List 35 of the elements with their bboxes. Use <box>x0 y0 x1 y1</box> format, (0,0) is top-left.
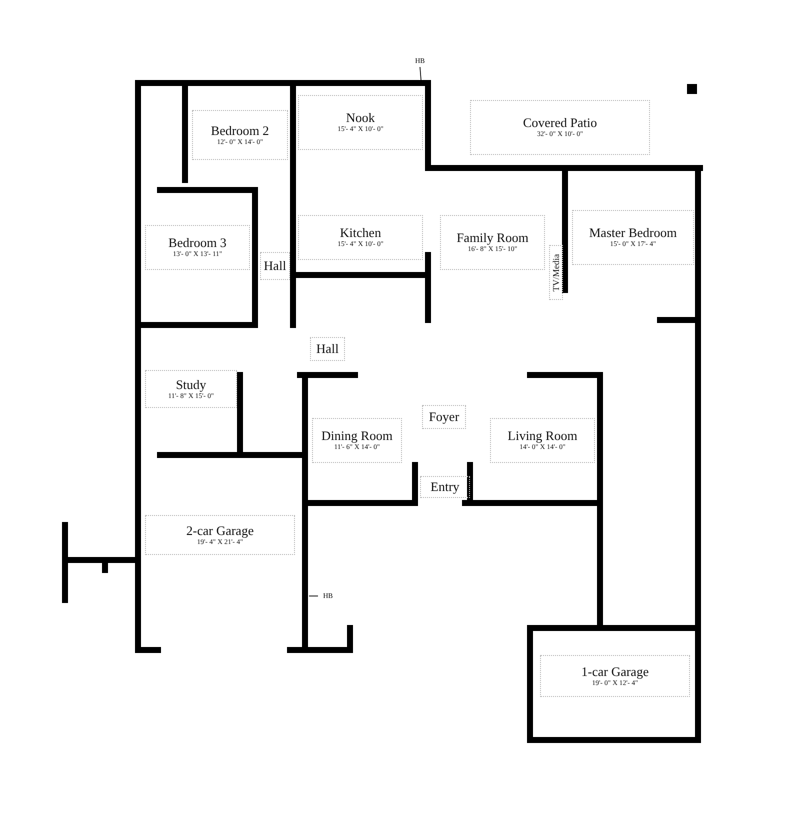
room-area <box>549 245 563 300</box>
room-name: 1-car Garage <box>581 664 649 678</box>
room-area <box>572 210 694 265</box>
room-area <box>298 215 423 260</box>
room-area <box>470 100 650 155</box>
room-name: Study <box>176 378 206 392</box>
room-area <box>422 405 466 429</box>
leader-line <box>420 66 422 80</box>
room-area <box>145 370 237 408</box>
room-name: Living Room <box>508 429 578 443</box>
room-area <box>310 337 345 361</box>
room-name: Entry <box>430 480 460 494</box>
room-name: Covered Patio <box>522 116 597 130</box>
room-area <box>145 225 250 270</box>
room-area <box>192 110 288 160</box>
room-name: Dining Room <box>321 429 393 443</box>
room-name: Nook <box>346 111 375 125</box>
room-name: Family Room <box>456 231 528 245</box>
room-area <box>420 476 470 498</box>
room-name: TV/Media <box>551 254 561 292</box>
room-area <box>490 418 595 463</box>
room-name: Bedroom 3 <box>168 236 227 250</box>
room-name: Hall <box>316 342 339 356</box>
room-area <box>312 418 402 463</box>
room-name: 2-car Garage <box>186 524 254 538</box>
room-area <box>440 215 545 270</box>
room-area <box>145 515 295 555</box>
room-name: Foyer <box>428 410 460 424</box>
room-area <box>540 655 690 697</box>
room-name: Master Bedroom <box>589 226 677 240</box>
room-name: Hall <box>264 259 286 273</box>
room-name: Bedroom 2 <box>210 124 270 138</box>
room-area <box>298 95 423 150</box>
room-area <box>260 252 290 280</box>
room-name: Kitchen <box>340 226 382 240</box>
